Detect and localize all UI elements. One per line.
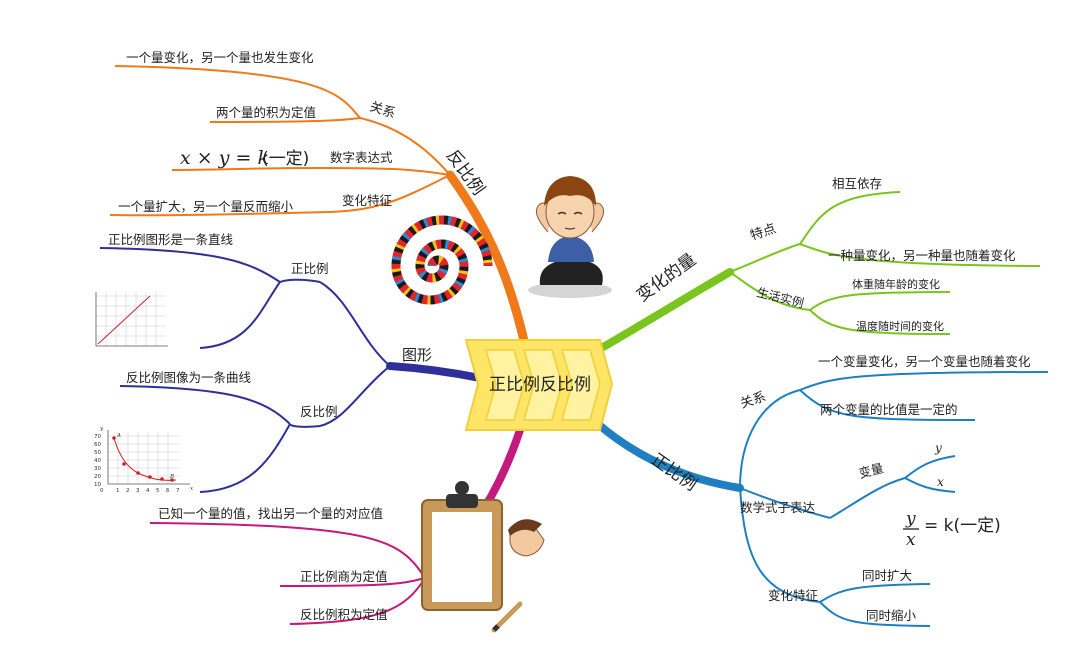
formula-numerator: y	[905, 509, 916, 529]
fanbili-guanxi-item: 两个量的积为定值	[216, 105, 316, 120]
zhengbili-tezheng-item: 同时缩小	[866, 608, 917, 623]
mini-graph-curve	[113, 437, 177, 481]
mini-x-tick: 2	[126, 488, 130, 494]
mini-y-axis-label: y	[99, 426, 104, 432]
branch-jisuan	[149, 522, 426, 625]
jisuan-item: 已知一个量的值，找出另一个量的对应值	[158, 506, 383, 521]
mini-x-tick: 7	[176, 488, 180, 494]
mini-graph-fan: 70 60 50 40 30 20 10 0 1 2 3 4 5 6 7 x y…	[86, 426, 198, 494]
mini-x-axis-label: x	[190, 486, 194, 492]
mini-y-tick: 70	[94, 434, 101, 440]
mini-x-tick: 5	[156, 488, 160, 494]
mini-y-tick: 40	[94, 458, 101, 464]
tuxing-fan-item: 反比例图像为一条曲线	[126, 370, 252, 385]
zhengbili-var-x: x	[937, 475, 944, 489]
mini-point-b: B	[169, 474, 174, 480]
fanbili-formula-paren: (一定)	[262, 149, 309, 169]
tuxing-label: 图形	[402, 346, 432, 364]
rainbow-spiral-decoration	[391, 215, 493, 305]
bianhua-shili-item: 温度随时间的变化	[856, 319, 944, 333]
mini-x-tick: 6	[166, 488, 170, 494]
fanbili-tezheng-label: 变化特征	[342, 193, 393, 208]
formula-rest: = k(一定)	[924, 516, 1001, 536]
mini-y-tick: 0	[100, 488, 104, 494]
tuxing-fan-label: 反比例	[300, 404, 338, 419]
jisuan-item: 正比例商为定值	[300, 569, 388, 584]
fanbili-guanxi-item: 一个量变化，另一个量也发生变化	[126, 50, 314, 65]
trunk-fanbili	[445, 170, 530, 350]
clipboard-character-illustration	[421, 481, 545, 633]
bianhua-shili-item: 体重随年龄的变化	[852, 277, 940, 291]
zhengbili-formula: y x = k(一定)	[903, 509, 1001, 550]
mini-x-tick: 1	[116, 488, 120, 494]
branch-tuxing	[99, 247, 391, 493]
trunk-zhengbili	[594, 420, 744, 492]
zhengbili-tezheng-item: 同时扩大	[862, 568, 912, 583]
center-node-label: 正比例反比例	[489, 375, 591, 395]
formula-denominator: x	[906, 530, 916, 550]
zhengbili-shizi-label: 数学式子表达	[740, 500, 816, 515]
zhengbili-guanxi-item: 两个变量的比值是一定的	[820, 402, 958, 417]
branch-zhengbili	[739, 371, 1049, 627]
zhengbili-var-y: y	[934, 441, 942, 455]
mini-y-tick: 30	[94, 466, 101, 472]
bianhua-shili-label: 生活实例	[755, 284, 805, 310]
mini-x-tick: 4	[146, 488, 150, 494]
mini-y-tick: 50	[94, 450, 101, 456]
trunk-bianhua	[594, 268, 734, 354]
mini-graph-zheng	[90, 290, 170, 350]
tuxing-zheng-item: 正比例图形是一条直线	[108, 232, 234, 247]
zhengbili-bianliang-label: 变量	[857, 460, 885, 481]
bianhua-tedian-item: 一种量变化，另一种量也随着变化	[828, 248, 1016, 263]
center-node[interactable]: 正比例反比例	[464, 339, 614, 431]
tuxing-zheng-label: 正比例	[291, 261, 329, 276]
zhengbili-label: 正比例	[647, 450, 700, 496]
bianhua-tedian-label: 特点	[749, 221, 778, 243]
mini-y-tick: 20	[94, 474, 101, 480]
branch-fanbili	[109, 65, 451, 217]
fanbili-tezheng-item: 一个量扩大，另一个量反而缩小	[118, 199, 294, 214]
zhengbili-guanxi-item: 一个变量变化，另一个变量也随着变化	[818, 354, 1031, 369]
fanbili-guanxi-label: 关系	[368, 100, 397, 122]
fanbili-formula-main: x × y = k	[180, 147, 269, 169]
thinking-boy-illustration	[528, 176, 612, 298]
trunk-tuxing	[386, 362, 484, 382]
mini-graph-line	[97, 295, 151, 345]
jisuan-item: 反比例积为定值	[300, 607, 388, 622]
mini-x-tick: 3	[136, 488, 140, 494]
fanbili-formula: x × y = k (一定)	[180, 147, 309, 169]
branch-bianhua	[729, 191, 1041, 335]
mini-y-tick: 10	[94, 482, 101, 488]
zhengbili-tezheng-label: 变化特征	[768, 588, 819, 603]
mini-point-a: A	[116, 433, 121, 439]
fanbili-shuzi-label: 数字表达式	[330, 150, 393, 165]
zhengbili-guanxi-label: 关系	[739, 389, 768, 411]
mini-y-tick: 60	[94, 442, 101, 448]
bianhua-tedian-item: 相互依存	[832, 176, 882, 191]
